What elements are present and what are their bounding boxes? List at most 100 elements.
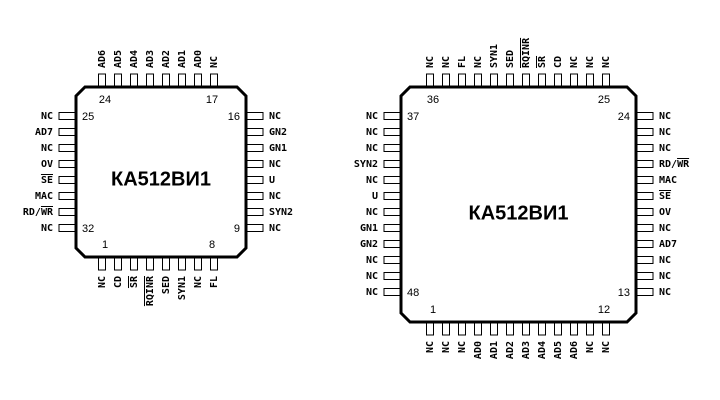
pin-label: NC [193,276,204,288]
pin-number: 16 [228,111,240,123]
pin [474,321,482,336]
pin-label: NC [659,127,671,138]
pin-label: AD4 [129,50,140,68]
pin-label: AD1 [489,341,500,359]
pin-label: AD7 [35,127,53,138]
pin-label: AD5 [113,50,124,68]
pin-number: 1 [102,239,108,251]
pin-label: NC [209,56,220,68]
pin-label: CD [553,56,564,68]
pin-label: NC [659,287,671,298]
pin [146,73,154,88]
pin [58,160,77,168]
pin-label: NC [425,56,436,68]
pin-label: AD3 [521,341,532,359]
pin [570,321,578,336]
pin-label: NC [269,223,281,234]
pin-label: NC [601,341,612,353]
pin [383,288,402,296]
chip-name: КА512ВИ1 [111,168,211,190]
pin-label: NC [585,341,596,353]
pin [383,272,402,280]
pin [383,224,402,232]
pin [506,73,514,88]
pin-label: NC [269,111,281,122]
pin-label: AD0 [193,50,204,68]
pin [162,73,170,88]
pin [162,256,170,271]
pin [58,112,77,120]
pin [114,256,122,271]
pin-label: SYN1 [177,276,188,300]
pin-label: NC [441,56,452,68]
pin [383,176,402,184]
pin [635,224,654,232]
pin-label: SED [161,276,172,294]
pin-label: RD/WR [659,159,690,170]
pin [635,144,654,152]
pin [383,256,402,264]
pin-number: 25 [82,111,94,123]
pin [506,321,514,336]
pin [58,128,77,136]
pin [245,144,264,152]
pin [635,112,654,120]
pin [426,73,434,88]
pin [178,256,186,271]
pin-label: FL [209,276,220,288]
pin [58,144,77,152]
pin-label: NC [97,276,108,288]
pin-label: NC [366,111,378,122]
pin-number: 48 [407,287,419,299]
pin-label: NC [269,159,281,170]
pin-label: GN2 [360,239,378,250]
pin [635,272,654,280]
pin-label: AD1 [177,50,188,68]
pin [554,73,562,88]
pin [554,321,562,336]
pin [210,73,218,88]
pin [178,73,186,88]
pin-label: SYN1 [489,44,500,68]
pin [586,73,594,88]
pin-label: NC [473,56,484,68]
pin-label: U [269,175,275,186]
pin [245,176,264,184]
pin [635,208,654,216]
pin-label: SE [659,191,671,202]
pin [58,224,77,232]
pin [383,112,402,120]
pin [522,321,530,336]
pin [602,73,610,88]
pin [458,321,466,336]
pin [635,160,654,168]
pin [570,73,578,88]
pin-label: AD6 [97,50,108,68]
pin [210,256,218,271]
pin [635,256,654,264]
pin-number: 36 [427,94,439,106]
pin-label: NC [585,56,596,68]
pin-number: 12 [598,304,610,316]
pin [130,256,138,271]
pin [538,73,546,88]
pin-label: GN2 [269,127,287,138]
pin [58,176,77,184]
pin-label: NC [659,111,671,122]
pin-number: 8 [209,239,215,251]
pin-label: NC [366,255,378,266]
pin [522,73,530,88]
pin [194,73,202,88]
pin-label: AD7 [659,239,677,250]
pin [635,176,654,184]
pin-label: AD0 [473,341,484,359]
pin-label: OV [659,207,671,218]
pin-label: NC [41,111,53,122]
pin-label: MAC [659,175,677,186]
pin [635,288,654,296]
pin [383,144,402,152]
pin [114,73,122,88]
pin [245,160,264,168]
pin-number: 1 [430,304,436,316]
